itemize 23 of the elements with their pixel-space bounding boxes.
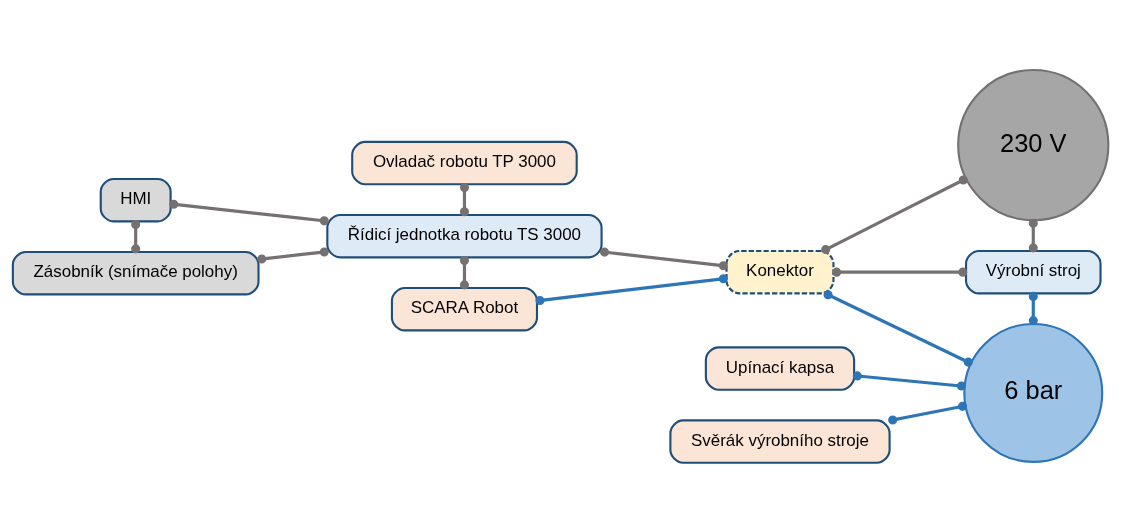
connector (1028, 291, 1038, 325)
connector (832, 267, 968, 277)
connector (459, 255, 469, 289)
connector (888, 401, 968, 424)
connector (821, 174, 968, 254)
connector (131, 219, 141, 253)
node-box: Řídicí jednotka robotu TS 3000 (326, 213, 603, 258)
connector (535, 273, 728, 305)
node-box: Upínací kapsa (704, 345, 856, 391)
connector (459, 182, 469, 216)
connector (1028, 218, 1038, 252)
node-box: Konektor (725, 249, 835, 294)
node-box: HMI (99, 177, 172, 222)
connector (600, 247, 728, 270)
node-box: Ovladač robotu TP 3000 (351, 140, 578, 185)
node-box: SCARA Robot (390, 286, 539, 331)
node-box: Výrobní stroj (965, 249, 1102, 294)
node-box: Svěrák výrobního stroje (669, 418, 891, 464)
connector (823, 289, 973, 367)
connector (169, 199, 329, 225)
node-box: Zásobník (snímače polohy) (11, 250, 260, 295)
connector (257, 246, 329, 264)
connector (852, 370, 966, 391)
